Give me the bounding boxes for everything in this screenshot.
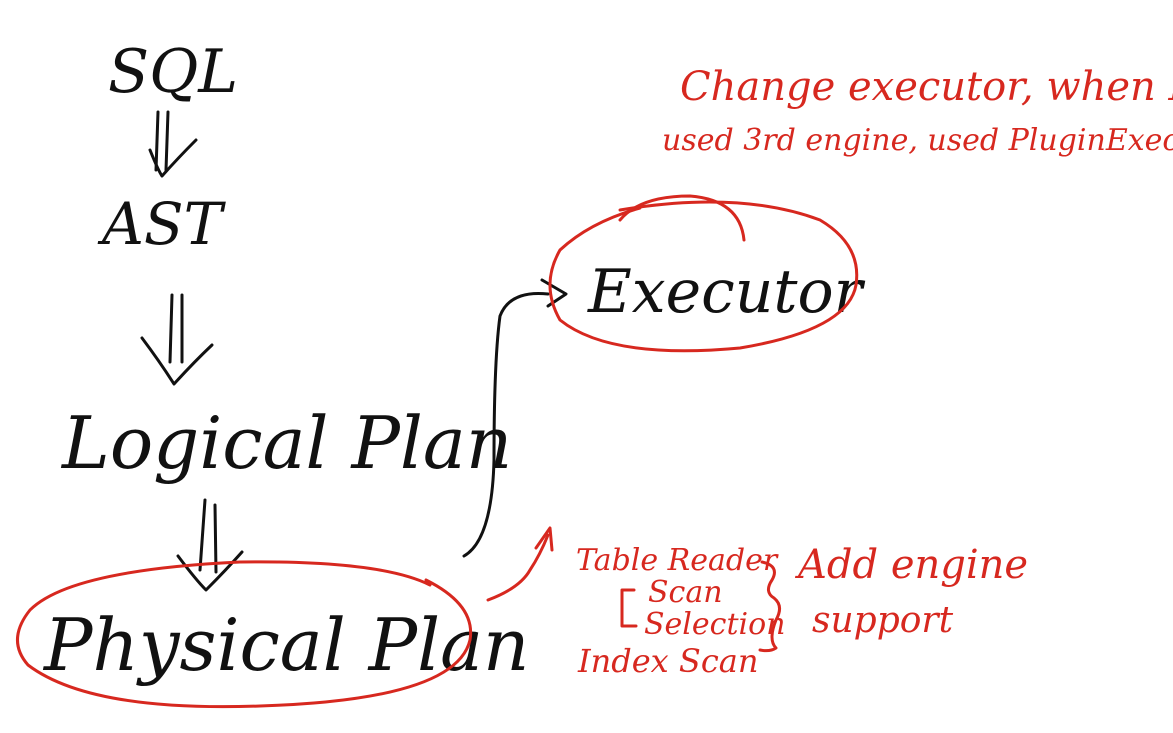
executor-label: Executor — [587, 257, 866, 327]
note-line-1: Change executor, when Plan — [680, 64, 1173, 110]
ast-label: AST — [97, 190, 227, 258]
index-scan-label: Index Scan — [577, 642, 758, 680]
physical-plan-circle — [16, 560, 473, 709]
sql-label: SQL — [108, 37, 238, 107]
arrow-logical-to-physical — [176, 498, 244, 592]
executor-swirl — [618, 194, 746, 242]
add-engine-label: Add engine — [794, 542, 1028, 588]
arrow-sql-to-ast — [148, 110, 198, 178]
executor-circle — [548, 200, 859, 353]
arrow-ast-to-logical — [140, 293, 214, 386]
physical-plan-label: Physical Plan — [42, 603, 529, 687]
table-reader-label: Table Reader — [576, 543, 779, 578]
engine-brace — [758, 560, 781, 653]
sub-bracket — [620, 588, 638, 628]
arrow-to-engine-notes — [486, 526, 554, 602]
support-label: support — [812, 600, 954, 641]
selection-label: Selection — [644, 607, 786, 642]
scan-label: Scan — [648, 575, 723, 610]
logical-plan-label: Logical Plan — [60, 401, 512, 485]
note-line-2: used 3rd engine, used PluginExecutor — [662, 123, 1173, 158]
